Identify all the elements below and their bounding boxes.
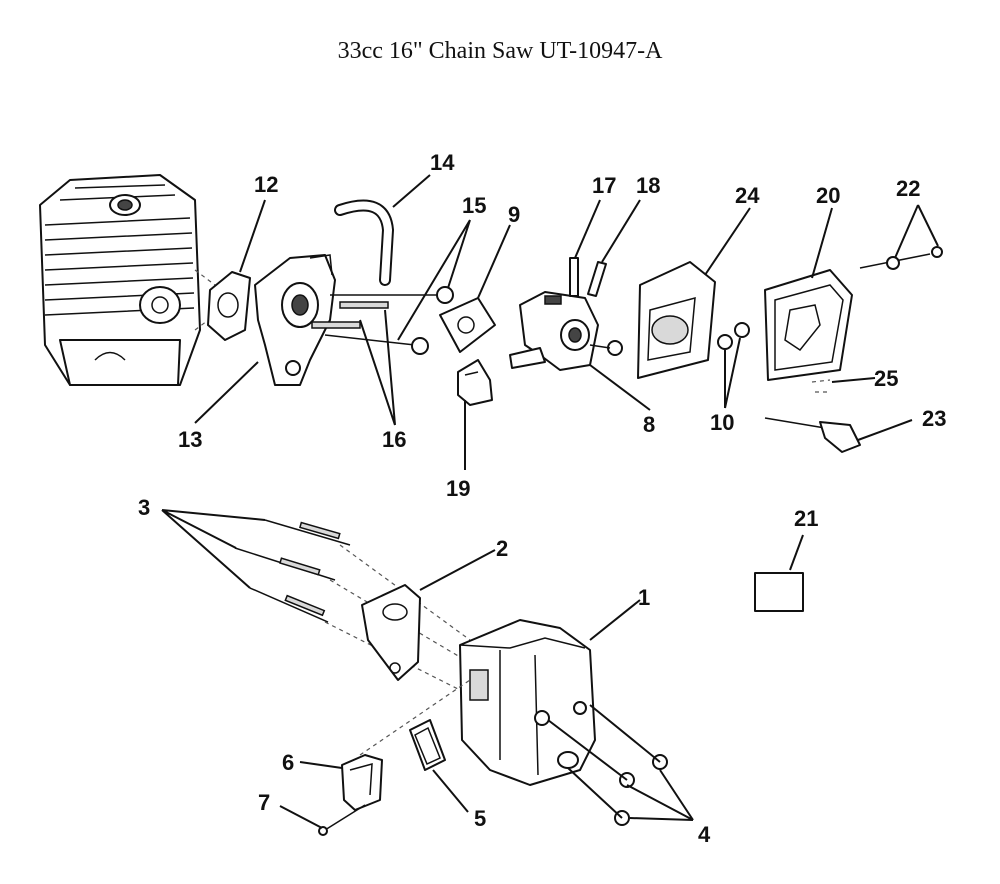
callout-8: 8 <box>643 412 655 437</box>
nuts-10 <box>717 322 750 350</box>
fuel-lines-17-18 <box>569 257 607 297</box>
air-filter-cover-20 <box>764 269 853 381</box>
nuts-4 <box>614 754 668 826</box>
spark-screen-5 <box>409 719 446 771</box>
callout-21: 21 <box>794 506 818 531</box>
callout-7: 7 <box>258 790 270 815</box>
callout-5: 5 <box>474 806 486 831</box>
callout-1: 1 <box>638 585 650 610</box>
foam-21 <box>754 572 804 612</box>
hose-14 <box>334 199 395 286</box>
cylinder <box>39 174 201 386</box>
callout-13: 13 <box>178 427 202 452</box>
intake-manifold-13 <box>254 254 336 386</box>
throttle-linkage-19 <box>457 359 493 406</box>
callout-25: 25 <box>874 366 898 391</box>
gasket-9 <box>439 297 496 353</box>
callout-14: 14 <box>430 150 455 175</box>
callout-3: 3 <box>138 495 150 520</box>
callout-16: 16 <box>382 427 406 452</box>
callout-15: 15 <box>462 193 486 218</box>
callout-10: 10 <box>710 410 734 435</box>
choke-lever-23 <box>764 417 861 453</box>
screw-22 <box>859 246 943 270</box>
muffler-1 <box>459 619 596 786</box>
diagram-title: 33cc 16" Chain Saw UT-10947-A <box>337 38 663 64</box>
carburetor-8 <box>509 291 623 371</box>
screw-7 <box>318 804 366 836</box>
air-filter-base-24 <box>637 261 716 379</box>
leader-lines <box>161 174 939 829</box>
muffler-gasket-2 <box>361 584 421 681</box>
callout-20: 20 <box>816 183 840 208</box>
spring-25 <box>811 379 831 393</box>
callout-9: 9 <box>508 202 520 227</box>
callout-17: 17 <box>592 173 616 198</box>
callout-23: 23 <box>922 406 946 431</box>
callout-labels: 12 13 14 15 16 9 17 18 8 19 24 10 20 22 … <box>138 150 946 847</box>
bolts-3 <box>234 519 351 623</box>
callout-18: 18 <box>636 173 660 198</box>
callout-22: 22 <box>896 176 920 201</box>
callout-2: 2 <box>496 536 508 561</box>
bolts-15 <box>324 286 454 355</box>
callout-4: 4 <box>698 822 711 847</box>
callout-12: 12 <box>254 172 278 197</box>
callout-24: 24 <box>735 183 760 208</box>
gasket-12 <box>207 271 251 341</box>
callout-19: 19 <box>446 476 470 501</box>
callout-6: 6 <box>282 750 294 775</box>
deflector-6 <box>341 754 383 811</box>
studs-16 <box>311 301 389 329</box>
